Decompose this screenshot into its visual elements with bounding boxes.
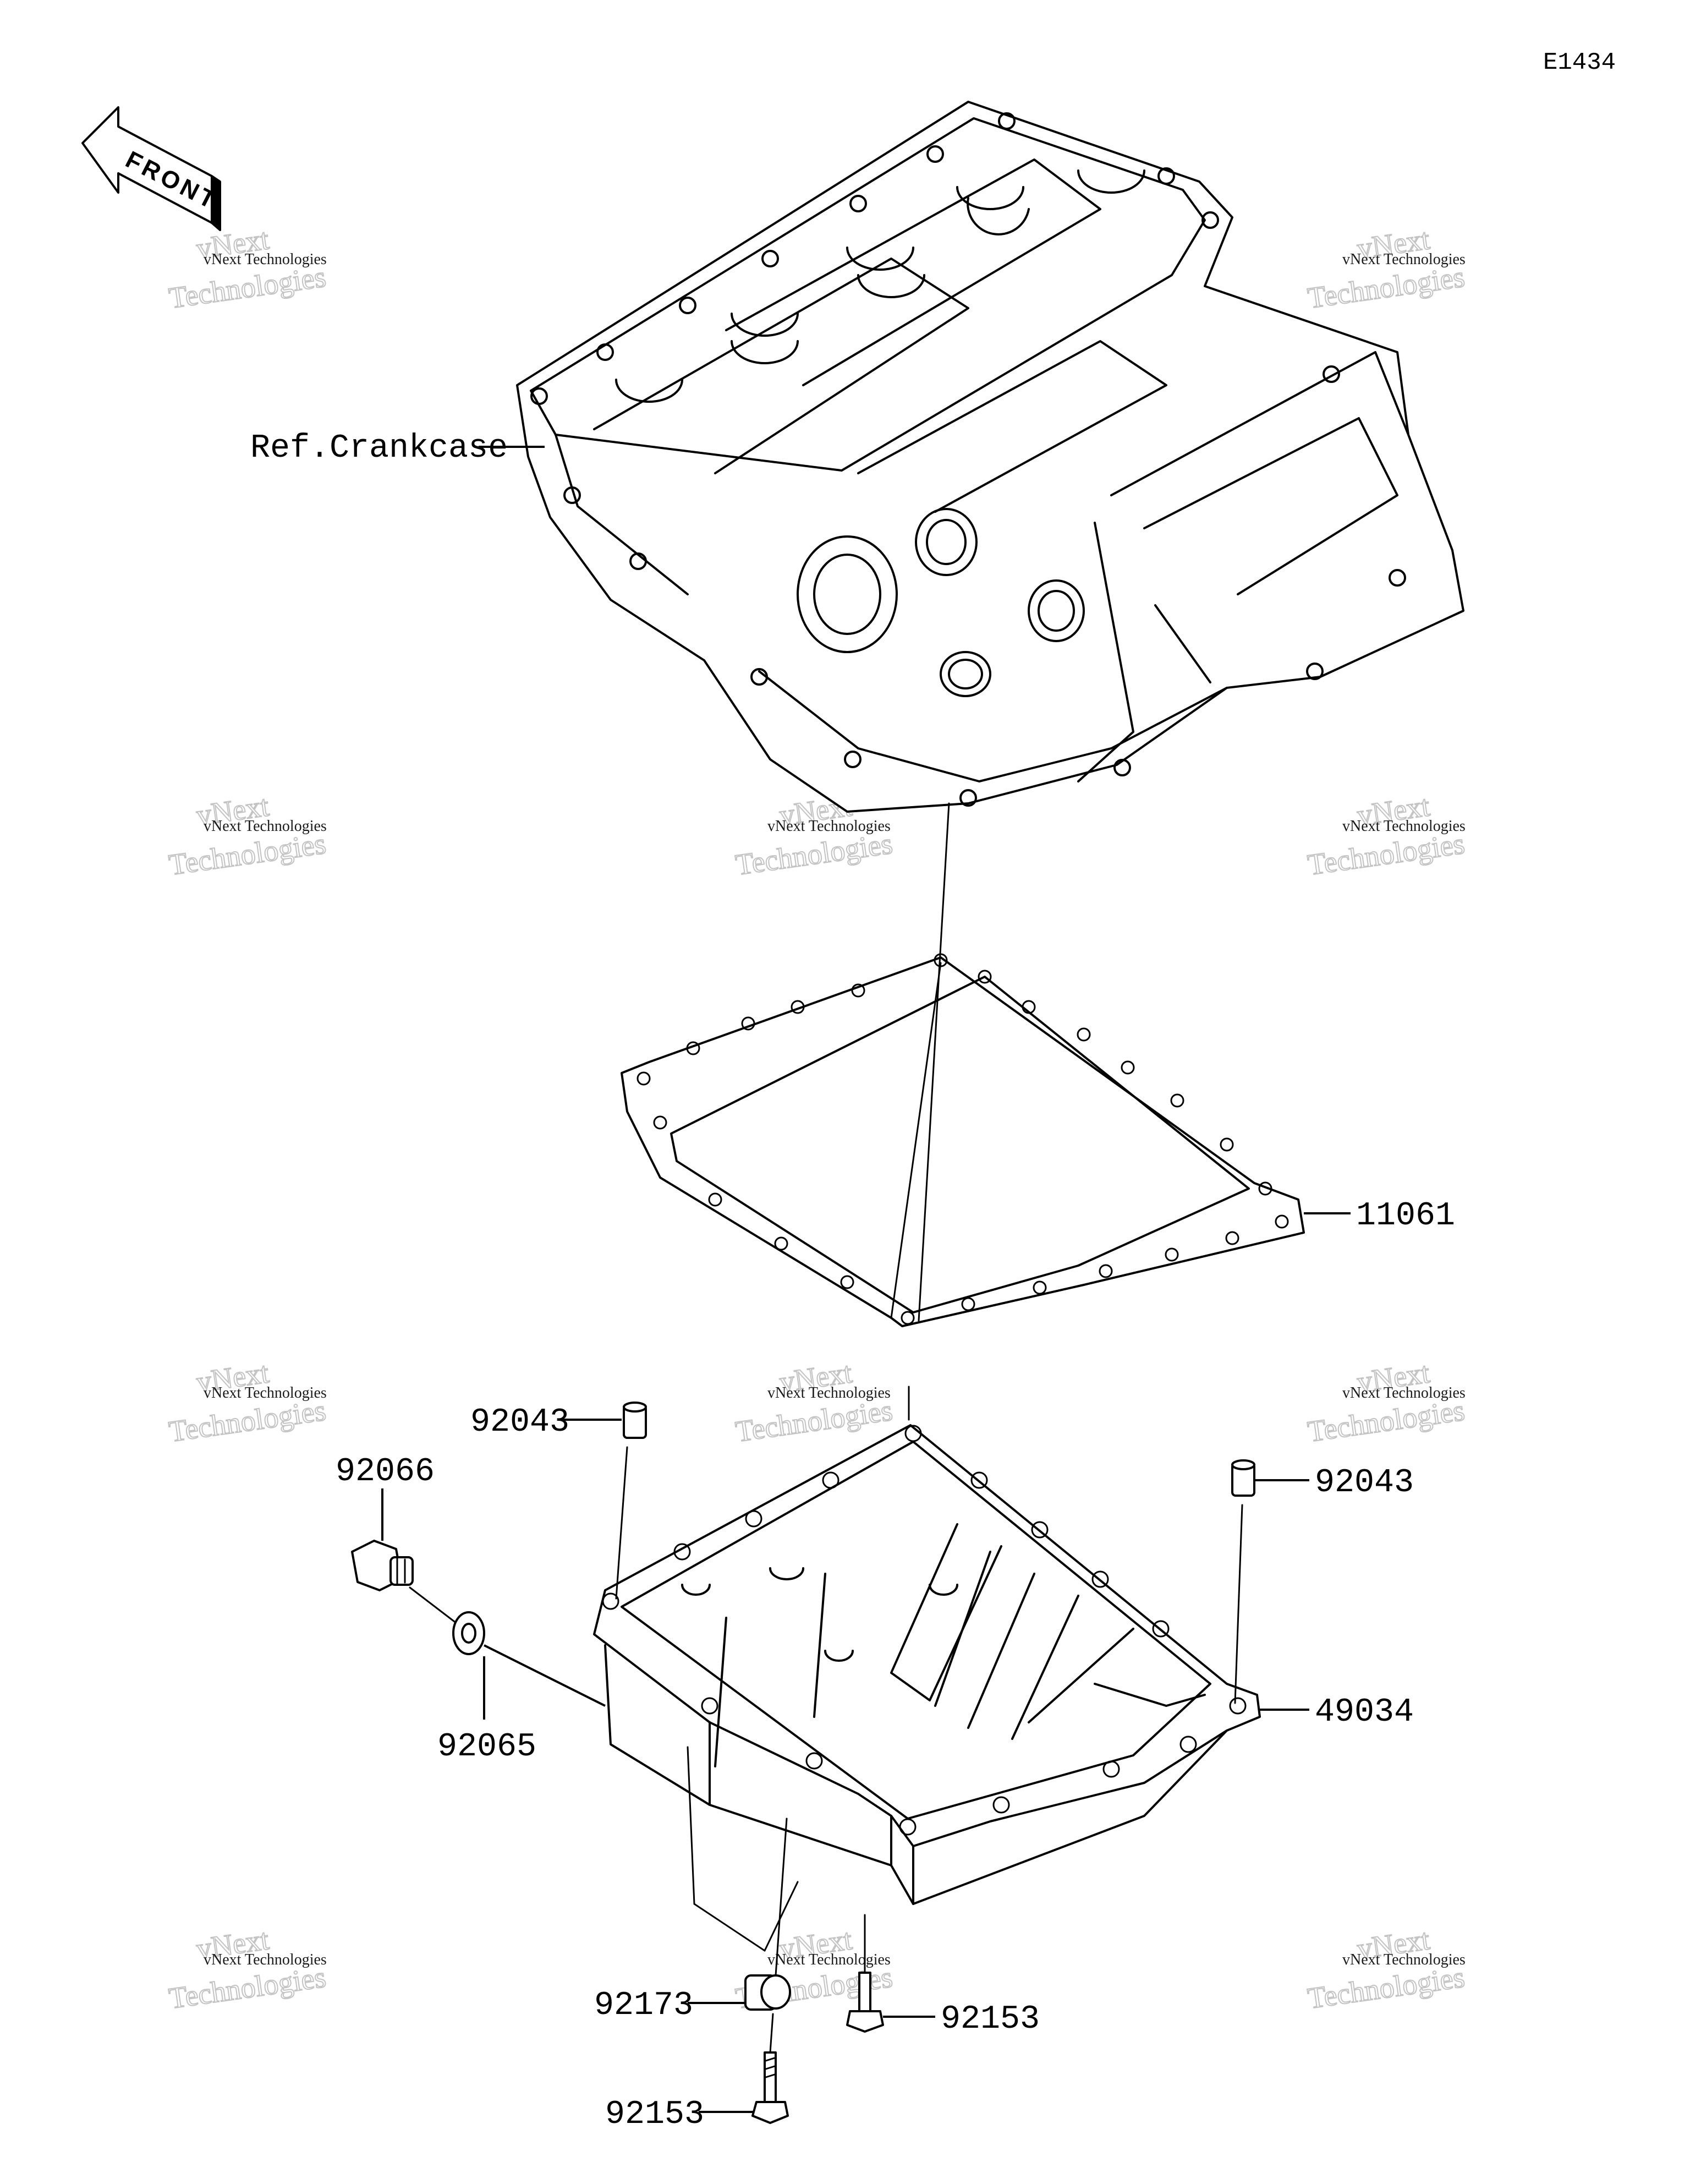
svg-text:Technologies: Technologies [733,827,895,882]
callout-92153-bottom: 92153 [605,2096,704,2133]
callout-92043-upper: 92043 [470,1404,569,1441]
drain-plug-alignment [409,1586,458,1624]
plug-cap [744,1974,791,2011]
watermark: vNext Technologies vNext Technologies [1305,222,1467,315]
watermark: vNext Technologies vNext Technologies [1305,1922,1467,2016]
svg-text:vNext Technologies: vNext Technologies [1342,818,1466,835]
callout-11061: 11061 [1356,1197,1455,1235]
bolt-bottom [751,2051,789,2124]
washer [452,1611,485,1655]
svg-text:vNext Technologies: vNext Technologies [204,818,327,835]
watermark: vNext Technologies vNext Technologies [166,1355,328,1449]
watermark: vNext Technologies vNext Technologies [1305,1355,1467,1449]
dowel-right-alignment [1234,1504,1243,1704]
svg-text:Technologies: Technologies [1305,827,1467,882]
svg-text:Technologies: Technologies [1305,1961,1467,2015]
crankcase-drawing [516,101,1464,813]
oil-pan-bolt-holes [602,1425,1247,1836]
callout-92043-right: 92043 [1315,1464,1414,1502]
svg-text:Technologies: Technologies [1305,1394,1467,1448]
callout-92173: 92173 [594,1987,693,2024]
svg-text:Technologies: Technologies [167,1961,328,2015]
watermark: vNext Technologies vNext Technologies [733,1355,895,1449]
svg-text:vNext Technologies: vNext Technologies [767,818,891,835]
drain-plug [351,1540,414,1591]
svg-text:vNext Technologies: vNext Technologies [204,1384,327,1402]
bolt-right [846,1972,884,2033]
svg-text:Technologies: Technologies [1305,260,1467,315]
svg-text:Technologies: Technologies [167,1394,328,1448]
callout-49034: 49034 [1315,1694,1414,1731]
svg-text:vNext Technologies: vNext Technologies [1342,1951,1466,1968]
front-arrow-icon: FRONT [81,106,222,231]
alignment-line [764,1881,799,1952]
watermark: vNext Technologies vNext Technologies [166,789,328,882]
alignment-line [890,962,942,1319]
bearing-saddles [615,169,1145,403]
alignment-line [693,1903,766,1952]
svg-text:Technologies: Technologies [167,827,328,882]
watermark: vNext Technologies vNext Technologies [1305,789,1467,882]
callout-92153-right: 92153 [941,2001,1040,2038]
alignment-line [687,1746,695,1905]
svg-text:vNext Technologies: vNext Technologies [204,1951,327,1968]
svg-text:vNext Technologies: vNext Technologies [767,1951,891,1968]
bolt-bottom-alignment [769,2013,774,2054]
callout-92065: 92065 [437,1728,536,1766]
callout-92066: 92066 [336,1453,435,1491]
dowel-pin-upper [623,1402,647,1439]
svg-text:Technologies: Technologies [733,1394,895,1448]
gasket-bolt-holes [637,953,1289,1325]
diagram-id: E1434 [1543,49,1616,76]
alignment-line [918,802,950,1322]
svg-text:vNext Technologies: vNext Technologies [767,1384,891,1402]
plug-cap-alignment [775,1818,788,1977]
crankcase-bolt-holes [530,112,1406,807]
watermark: vNext Technologies vNext Technologies [166,1922,328,2016]
crankcase-bores [797,508,1085,697]
svg-text:Technologies: Technologies [167,260,328,315]
dowel-pin-right [1231,1459,1255,1497]
crankcase-reference-label: Ref.Crankcase [250,430,508,467]
svg-text:vNext Technologies: vNext Technologies [204,251,327,268]
watermark: vNext Technologies vNext Technologies [166,222,328,315]
dowel-upper-alignment [615,1446,628,1600]
washer-alignment [484,1644,606,1707]
svg-text:vNext Technologies: vNext Technologies [1342,1384,1466,1402]
gasket-drawing [621,953,1305,1327]
oil-pan-drawing [593,1424,1261,1905]
svg-text:vNext Technologies: vNext Technologies [1342,251,1466,268]
